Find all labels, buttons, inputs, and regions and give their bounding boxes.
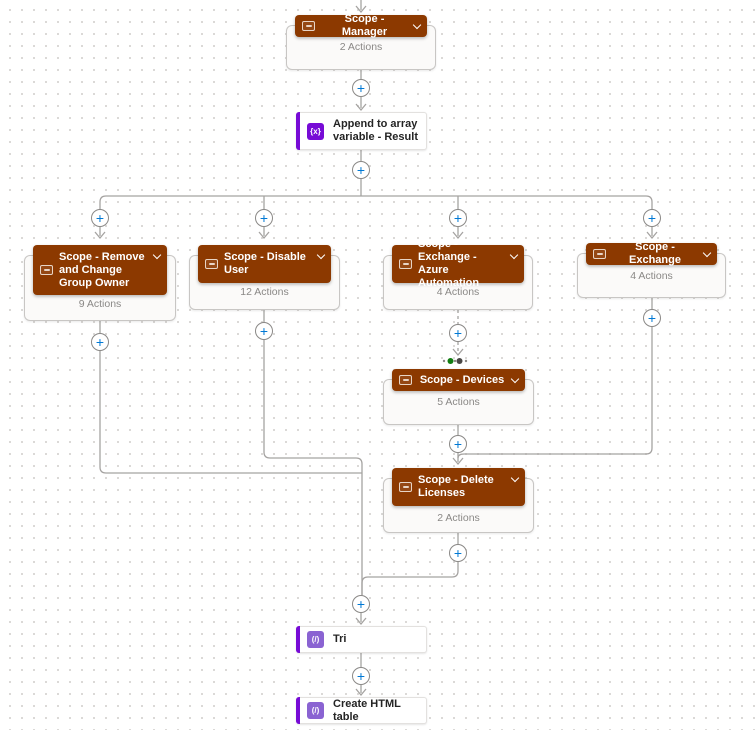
actions-count: 2 Actions bbox=[437, 512, 480, 524]
actions-count: 4 Actions bbox=[630, 270, 673, 282]
action-node-tri[interactable]: (/) Tri bbox=[296, 626, 427, 653]
actions-count: 12 Actions bbox=[240, 286, 289, 298]
action-label: Append to array variable - Result bbox=[333, 118, 418, 143]
insert-step-button[interactable]: + bbox=[91, 209, 109, 227]
scope-title: Scope - Delete Licenses bbox=[418, 474, 494, 499]
insert-step-button[interactable]: + bbox=[352, 595, 370, 613]
scope-node-exchange[interactable]: Scope - Exchange 4 Actions bbox=[577, 241, 726, 298]
actions-count: 5 Actions bbox=[437, 396, 480, 408]
chevron-down-icon[interactable] bbox=[505, 250, 519, 260]
accent-bar bbox=[296, 112, 300, 150]
insert-step-button[interactable]: + bbox=[255, 209, 273, 227]
action-node-create-html-table[interactable]: (/) Create HTML table bbox=[296, 697, 427, 724]
scope-node-exchange-azure-automation[interactable]: Scope - Exchange - Azure Automation 4 Ac… bbox=[383, 238, 533, 310]
actions-count: 2 Actions bbox=[339, 41, 383, 53]
chevron-down-icon[interactable] bbox=[506, 374, 520, 384]
actions-count: 4 Actions bbox=[436, 286, 480, 298]
action-node-append-to-array-variable[interactable]: {x} Append to array variable - Result bbox=[296, 112, 427, 150]
insert-step-button[interactable]: + bbox=[352, 161, 370, 179]
scope-icon bbox=[40, 265, 53, 275]
insert-step-button[interactable]: + bbox=[352, 79, 370, 97]
insert-step-button[interactable]: + bbox=[449, 435, 467, 453]
data-operation-icon: (/) bbox=[307, 702, 324, 719]
scope-title: Scope - Disable User bbox=[224, 251, 306, 276]
insert-step-button[interactable]: + bbox=[643, 309, 661, 327]
insert-step-button[interactable]: + bbox=[449, 324, 467, 342]
scope-header[interactable]: Scope - Exchange - Azure Automation bbox=[392, 238, 524, 289]
scope-icon bbox=[593, 249, 606, 259]
action-label: Create HTML table bbox=[333, 697, 401, 723]
scope-node-manager[interactable]: Scope - Manager 2 Actions bbox=[286, 13, 436, 70]
actions-count: 9 Actions bbox=[78, 298, 122, 310]
scope-title: Scope - Exchange bbox=[629, 241, 681, 266]
insert-step-button[interactable]: + bbox=[91, 333, 109, 351]
chevron-down-icon[interactable] bbox=[312, 250, 326, 260]
scope-header[interactable]: Scope - Remove and Change Group Owner bbox=[33, 245, 167, 295]
run-after-indicator bbox=[442, 358, 468, 364]
run-after-failed-dot bbox=[456, 358, 463, 364]
chevron-down-icon[interactable] bbox=[408, 20, 422, 30]
chevron-down-icon[interactable] bbox=[148, 250, 162, 260]
scope-node-devices[interactable]: Scope - Devices 5 Actions bbox=[383, 369, 534, 425]
scope-title: Scope - Manager bbox=[341, 13, 388, 38]
scope-header[interactable]: Scope - Manager bbox=[295, 13, 427, 38]
scope-node-remove-and-change-group-owner[interactable]: Scope - Remove and Change Group Owner 9 … bbox=[24, 245, 176, 321]
scope-title: Scope - Exchange - Azure Automation bbox=[418, 238, 480, 289]
scope-node-disable-user[interactable]: Scope - Disable User 12 Actions bbox=[189, 245, 340, 310]
insert-step-button[interactable]: + bbox=[255, 322, 273, 340]
action-label: Tri bbox=[333, 633, 347, 645]
insert-step-button[interactable]: + bbox=[352, 667, 370, 685]
scope-icon bbox=[302, 21, 315, 31]
scope-icon bbox=[205, 259, 218, 269]
scope-header[interactable]: Scope - Devices bbox=[392, 369, 525, 391]
variable-icon: {x} bbox=[307, 122, 324, 140]
scope-node-delete-licenses[interactable]: Scope - Delete Licenses 2 Actions bbox=[383, 468, 534, 533]
accent-bar bbox=[296, 697, 300, 724]
scope-title: Scope - Remove and Change Group Owner bbox=[59, 250, 145, 289]
run-after-success-dot bbox=[447, 358, 454, 364]
insert-step-button[interactable]: + bbox=[449, 544, 467, 562]
insert-step-button[interactable]: + bbox=[643, 209, 661, 227]
accent-bar bbox=[296, 626, 300, 653]
scope-icon bbox=[399, 259, 412, 269]
scope-header[interactable]: Scope - Disable User bbox=[198, 245, 331, 283]
scope-icon bbox=[399, 375, 412, 385]
chevron-down-icon[interactable] bbox=[698, 248, 712, 258]
scope-header[interactable]: Scope - Delete Licenses bbox=[392, 468, 525, 506]
data-operation-icon: (/) bbox=[307, 631, 324, 648]
scope-header[interactable]: Scope - Exchange bbox=[586, 241, 717, 266]
scope-icon bbox=[399, 482, 412, 492]
scope-title: Scope - Devices bbox=[419, 373, 505, 386]
insert-step-button[interactable]: + bbox=[449, 209, 467, 227]
chevron-down-icon[interactable] bbox=[506, 473, 520, 483]
